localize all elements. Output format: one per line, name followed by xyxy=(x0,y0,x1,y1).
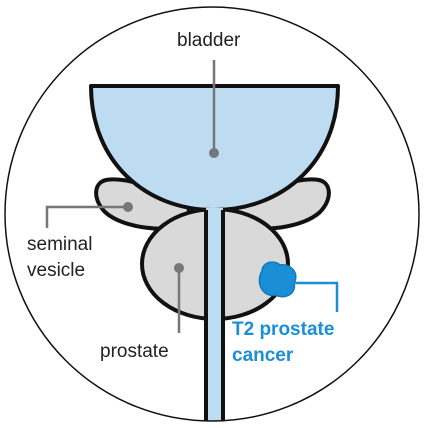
urethra xyxy=(206,208,223,428)
bladder-leader-dot xyxy=(209,148,219,158)
tumor-leader-line xyxy=(292,283,337,312)
bladder-label: bladder xyxy=(177,29,240,53)
prostate-label: prostate xyxy=(100,340,169,364)
seminal-vesicle-label-line1: seminal xyxy=(27,233,92,257)
tumor-label-line1: T2 prostate xyxy=(232,318,334,342)
prostate-leader-dot xyxy=(174,263,184,273)
seminal-vesicle-leader-dot xyxy=(123,202,133,212)
seminal-vesicle-label-line2: vesicle xyxy=(27,259,85,283)
tumor-label-line2: cancer xyxy=(232,344,293,368)
tumor xyxy=(259,262,295,297)
